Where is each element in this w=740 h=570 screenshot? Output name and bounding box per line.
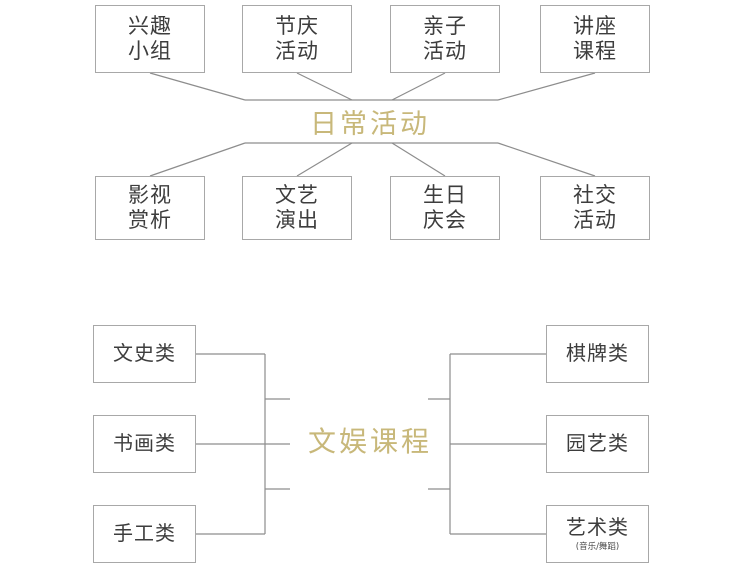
node-label-line1: 文史类 xyxy=(113,341,176,366)
connector-top-2 xyxy=(296,72,353,101)
node-film-appreciation[interactable]: 影视 赏析 xyxy=(95,176,205,240)
node-parent-child-activity[interactable]: 亲子 活动 xyxy=(390,5,500,73)
node-label-line1: 手工类 xyxy=(113,521,176,546)
node-label-line2: 活动 xyxy=(275,39,319,63)
connector-bottom-4 xyxy=(497,142,596,177)
connector-bottom-3 xyxy=(391,142,446,177)
node-label-line1: 棋牌类 xyxy=(566,341,629,366)
node-label-line1: 讲座 xyxy=(573,14,617,39)
connector-bottom-2 xyxy=(296,142,353,177)
node-label-line2: 庆会 xyxy=(423,208,467,232)
node-festival-activity[interactable]: 节庆 活动 xyxy=(242,5,352,73)
node-label-line1: 艺术类 xyxy=(566,515,629,540)
node-art-music-dance[interactable]: 艺术类 (音乐/舞蹈) xyxy=(546,505,649,563)
node-label-line1: 书画类 xyxy=(113,431,176,456)
connector-top-1 xyxy=(149,72,246,101)
node-label-line1: 园艺类 xyxy=(566,431,629,456)
node-arts-performance[interactable]: 文艺 演出 xyxy=(242,176,352,240)
node-label-line1: 节庆 xyxy=(275,14,319,39)
node-sublabel: (音乐/舞蹈) xyxy=(575,541,620,552)
node-label-line1: 亲子 xyxy=(423,14,467,39)
node-lecture-course[interactable]: 讲座 课程 xyxy=(540,5,650,73)
node-label-line1: 生日 xyxy=(423,183,467,208)
connector-top-3 xyxy=(391,72,446,101)
hub-label-entertainment-courses: 文娱课程 xyxy=(307,425,432,458)
node-handicraft[interactable]: 手工类 xyxy=(93,505,196,563)
node-social-activity[interactable]: 社交 活动 xyxy=(540,176,650,240)
node-calligraphy-painting[interactable]: 书画类 xyxy=(93,415,196,473)
node-interest-group[interactable]: 兴趣 小组 xyxy=(95,5,205,73)
node-label-line1: 文艺 xyxy=(275,183,319,208)
node-label-line2: 赏析 xyxy=(128,208,172,232)
connector-top-4 xyxy=(497,72,596,101)
node-chess-cards[interactable]: 棋牌类 xyxy=(546,325,649,383)
node-label-line1: 影视 xyxy=(128,183,172,208)
node-label-line2: 课程 xyxy=(573,39,617,63)
node-birthday-party[interactable]: 生日 庆会 xyxy=(390,176,500,240)
node-label-line1: 社交 xyxy=(573,183,617,208)
node-label-line2: 演出 xyxy=(275,208,319,232)
node-gardening[interactable]: 园艺类 xyxy=(546,415,649,473)
node-label-line2: 小组 xyxy=(128,39,172,63)
node-label-line1: 兴趣 xyxy=(128,14,172,39)
hub-label-daily-activities: 日常活动 xyxy=(310,108,430,140)
node-label-line2: 活动 xyxy=(573,208,617,232)
node-literature-history[interactable]: 文史类 xyxy=(93,325,196,383)
connector-bottom-1 xyxy=(149,142,246,177)
node-label-line2: 活动 xyxy=(423,39,467,63)
